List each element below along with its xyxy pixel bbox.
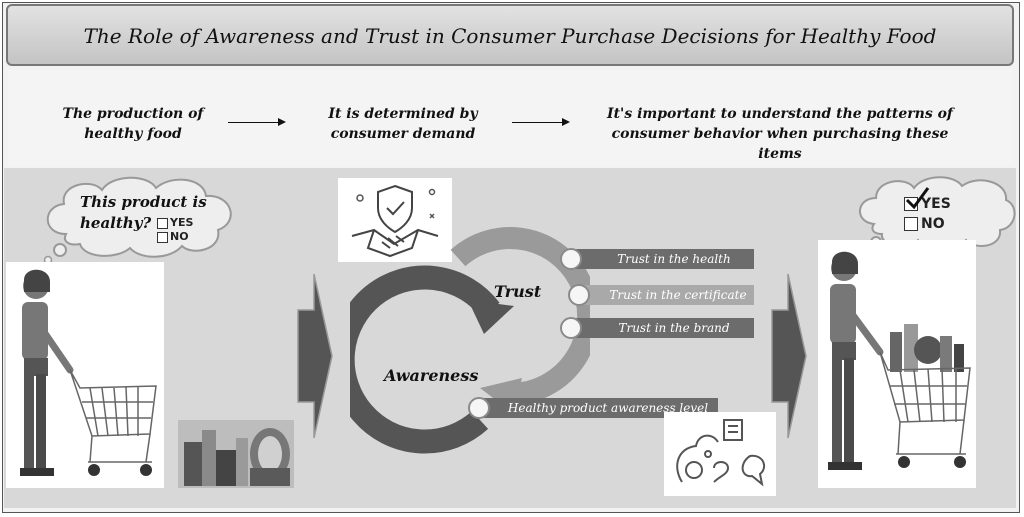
shield-handshake-panel: [338, 178, 452, 262]
trust-brand-label: Trust in the brand: [618, 321, 730, 335]
right-no-label: NO: [921, 216, 945, 232]
awareness-level-node: [468, 397, 490, 419]
flow-step-production: The production of healthy food: [58, 104, 208, 144]
trust-health-bar: Trust in the health: [572, 249, 754, 269]
trust-certificate-node: [568, 284, 590, 306]
flow-arrow-1: [228, 118, 286, 126]
left-thought-bubble-icon: [43, 176, 232, 264]
title-banner: The Role of Awareness and Trust in Consu…: [6, 4, 1014, 66]
flow-step-demand-line1: It is determined by: [328, 106, 478, 122]
left-no-label: NO: [170, 230, 189, 243]
awareness-level-label: Healthy product awareness level: [507, 401, 709, 415]
trust-health-label: Trust in the health: [617, 252, 731, 266]
left-no-checkbox: NO: [157, 230, 189, 243]
flow-step-production-line2: healthy food: [84, 126, 182, 142]
left-bubble-question: This product is healthy?: [80, 192, 207, 234]
chevron-arrow-icon: [297, 273, 333, 439]
trust-certificate-label: Trust in the certificate: [609, 288, 747, 302]
checkmark-icon: [905, 187, 930, 210]
trust-certificate-bar: Trust in the certificate: [580, 285, 754, 305]
left-yes-checkbox: YES: [157, 216, 193, 229]
awareness-level-bar: Healthy product awareness level: [478, 398, 718, 418]
shopper-with-empty-cart: [20, 269, 157, 476]
trust-health-node: [560, 248, 582, 270]
flow-arrow-2: [512, 118, 570, 126]
trust-brand-node: [560, 317, 582, 339]
consumer-thinking-icon: [676, 419, 766, 487]
shopper-with-full-cart: [828, 251, 971, 470]
flow-step-behavior-line2: consumer behavior when purchasing these …: [611, 126, 949, 162]
left-yes-label: YES: [170, 216, 194, 229]
consumer-thinking-panel: [664, 412, 776, 496]
awareness-arc: [350, 265, 500, 454]
grocery-products: [178, 420, 294, 488]
flow-step-demand-line2: consumer demand: [330, 126, 476, 142]
flow-band: [8, 70, 1012, 166]
flow-step-production-line1: The production of: [62, 106, 204, 122]
flow-step-behavior-line1: It's important to understand the pattern…: [607, 106, 953, 122]
right-no-checkbox: NO: [904, 216, 945, 232]
chevron-arrow-icon-right: [771, 273, 807, 439]
trust-label: Trust: [494, 282, 542, 301]
awareness-label: Awareness: [384, 366, 479, 385]
awareness-arc-arrowhead: [468, 300, 514, 334]
flow-step-demand: It is determined by consumer demand: [318, 104, 488, 144]
right-yes-label: YES: [921, 196, 951, 212]
left-bubble-question-line2: healthy?: [80, 214, 152, 232]
trust-awareness-cycle: [350, 227, 590, 454]
trust-brand-bar: Trust in the brand: [572, 318, 754, 338]
flow-step-behavior: It's important to understand the pattern…: [590, 104, 970, 164]
diagram-title: The Role of Awareness and Trust in Consu…: [83, 24, 937, 48]
shield-handshake-icon: [351, 184, 439, 258]
left-bubble-question-line1: This product is: [80, 193, 207, 211]
